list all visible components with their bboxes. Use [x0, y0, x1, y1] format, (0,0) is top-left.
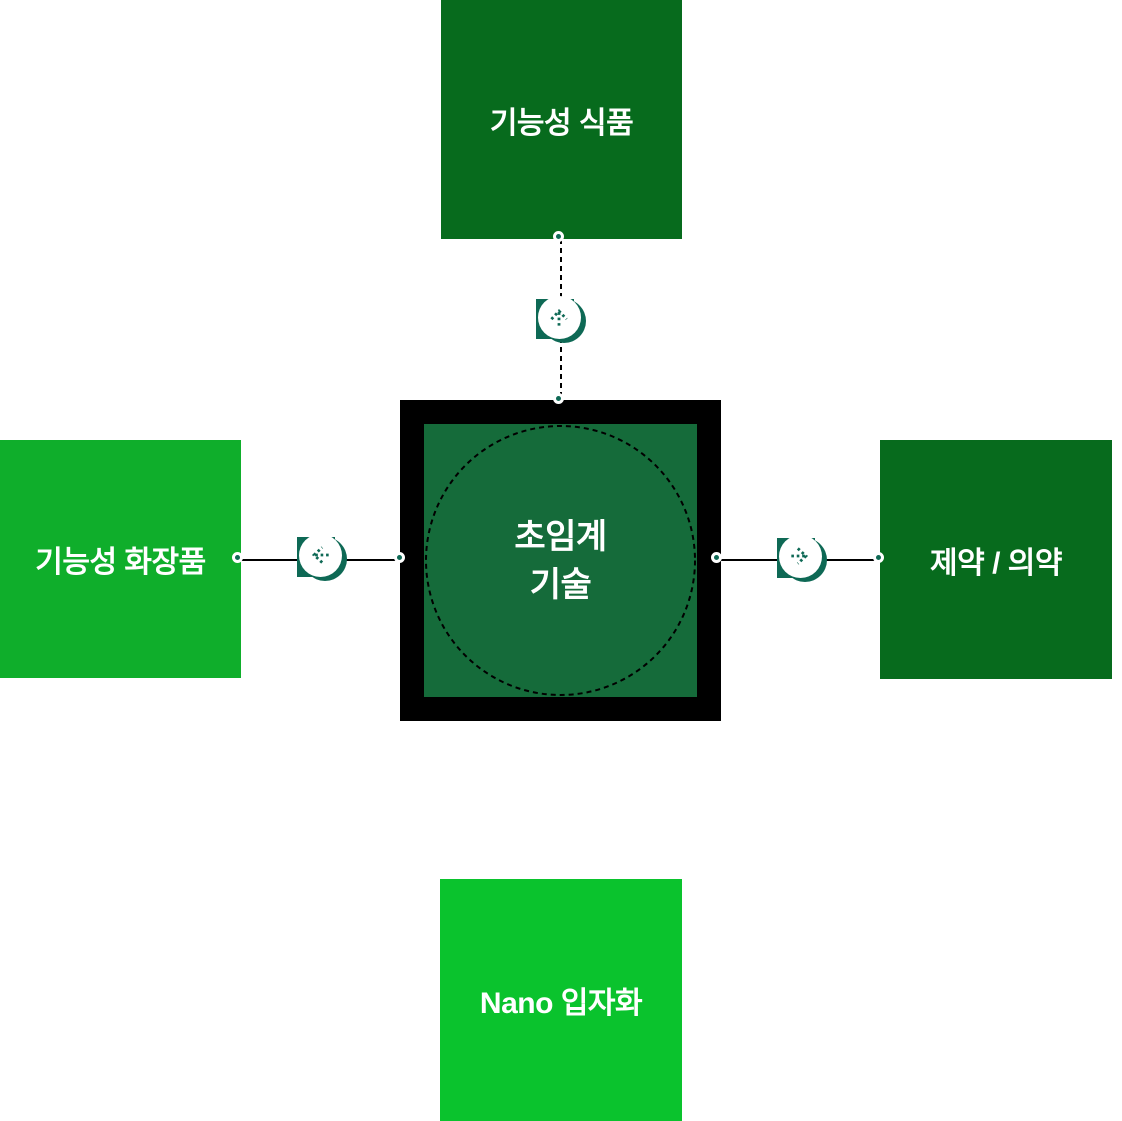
arrow-left-icon	[297, 534, 347, 581]
node-functional-food-label: 기능성 식품	[489, 106, 634, 140]
arrow-right-icon	[777, 535, 827, 582]
connector-dot-topbox	[552, 230, 564, 242]
arrow-up-icon	[536, 296, 586, 343]
node-functional-cosmetics-label: 기능성 화장품	[35, 546, 206, 579]
connector-dot-leftbox	[231, 551, 243, 563]
center-node-green-square	[424, 424, 697, 697]
connector-dot-rightbox	[872, 551, 884, 563]
node-nano-particlization: Nano 입자화	[440, 879, 682, 1121]
node-nano-particlization-label: Nano 입자화	[479, 987, 643, 1020]
node-pharmaceuticals: 제약 / 의약	[880, 440, 1112, 679]
center-dashed-circle	[425, 425, 696, 696]
connector-dot-center-left	[393, 551, 405, 563]
node-functional-cosmetics: 기능성 화장품	[0, 440, 241, 678]
center-node-label-line1: 초임계	[514, 517, 607, 556]
connector-dot-center-right	[710, 551, 722, 563]
center-node-frame: 초임계 기술	[400, 400, 721, 721]
center-node-label-line2: 기술	[529, 565, 592, 604]
node-functional-food: 기능성 식품	[441, 0, 682, 239]
center-node-label: 초임계 기술	[400, 400, 721, 721]
node-pharmaceuticals-label: 제약 / 의약	[930, 546, 1062, 580]
connector-dot-center-top	[552, 392, 564, 404]
